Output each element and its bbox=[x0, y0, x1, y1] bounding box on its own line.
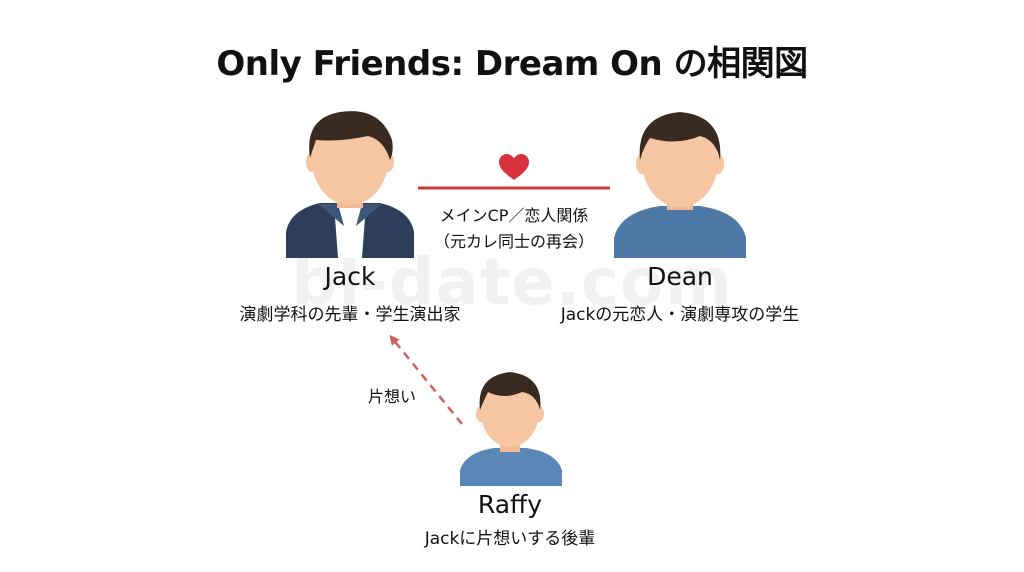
dean-description: Jackの元恋人・演劇専攻の学生 bbox=[560, 305, 800, 325]
main-cp-label-line2: （元カレ同士の再会） bbox=[433, 232, 594, 251]
main-cp-label-line1: メインCP／恋人関係 bbox=[439, 206, 589, 225]
heart-icon bbox=[499, 154, 529, 180]
jack-description: 演劇学科の先輩・学生演出家 bbox=[239, 305, 461, 325]
crush-arrow bbox=[389, 334, 463, 425]
raffy-avatar bbox=[460, 372, 562, 486]
watermark-text: bl-date.com bbox=[291, 246, 733, 320]
dean-name: Dean bbox=[647, 262, 713, 291]
crush-label: 片想い bbox=[367, 387, 416, 406]
jack-avatar bbox=[286, 111, 414, 258]
main-cp-label: メインCP／恋人関係 （元カレ同士の再会） bbox=[414, 203, 614, 255]
jack-name: Jack bbox=[324, 262, 376, 291]
page-title: Only Friends: Dream On の相関図 bbox=[216, 44, 808, 84]
dean-avatar bbox=[614, 112, 746, 258]
raffy-name: Raffy bbox=[477, 490, 543, 519]
raffy-description: Jackに片想いする後輩 bbox=[424, 529, 596, 549]
